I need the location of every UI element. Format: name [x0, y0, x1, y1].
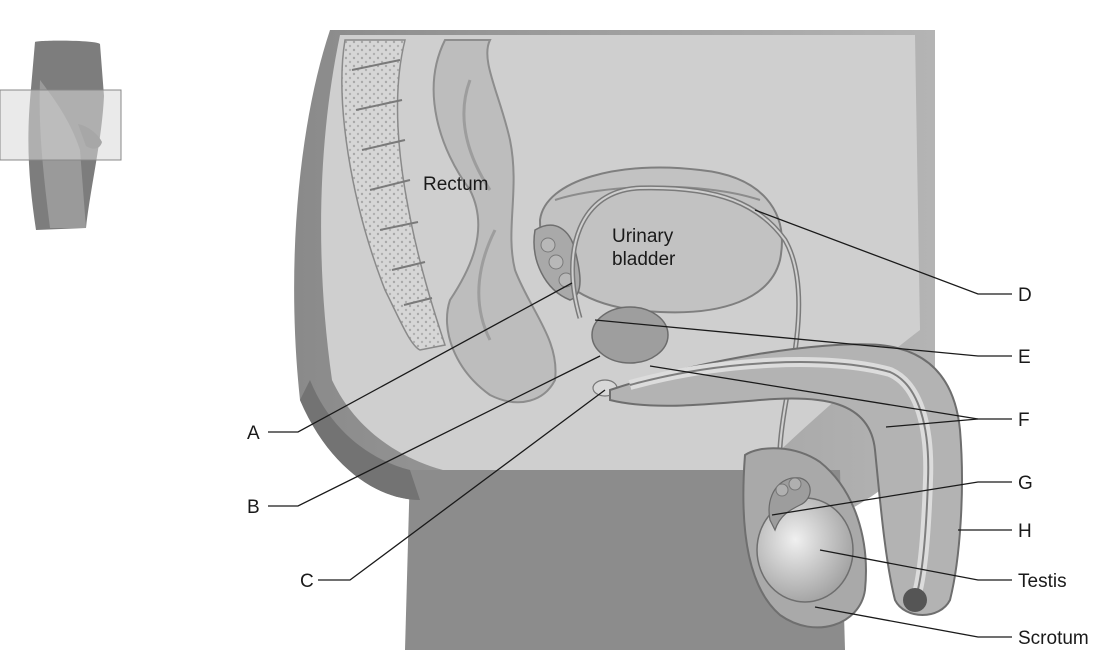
callout-c: C	[300, 571, 314, 592]
bladder-label-line2: bladder	[612, 249, 676, 270]
leader-lines	[268, 209, 1012, 638]
bladder-label-line1: Urinary	[612, 226, 674, 247]
callout-testis: Testis	[1018, 571, 1067, 592]
locator-thumbnail	[0, 40, 122, 230]
leader-line-f2	[885, 418, 979, 428]
callout-scrotum: Scrotum	[1018, 628, 1089, 649]
callout-f: F	[1018, 410, 1030, 431]
epididymis	[768, 477, 811, 532]
seminal-vesicle	[533, 224, 581, 301]
locator-highlight-box	[0, 89, 122, 161]
leader-line-e	[594, 319, 1012, 357]
callout-d: D	[1018, 285, 1032, 306]
leader-line-testis	[819, 549, 1012, 581]
leader-line-b	[268, 355, 601, 507]
callout-e: E	[1018, 347, 1031, 368]
leader-line-scrotum	[814, 606, 1012, 638]
leader-line-a	[268, 282, 573, 433]
leader-line-d	[754, 209, 1012, 295]
callout-h: H	[1018, 521, 1032, 542]
leader-line-g	[771, 481, 1012, 516]
callout-g: G	[1018, 473, 1033, 494]
prostate	[591, 306, 669, 364]
penis	[609, 343, 963, 616]
rectum	[432, 39, 557, 404]
callout-b: B	[247, 497, 260, 518]
leader-line-c	[318, 389, 606, 581]
ductus-deferens	[570, 185, 802, 501]
rectum-label: Rectum	[423, 174, 488, 195]
sacrum	[341, 39, 446, 351]
callout-a: A	[247, 423, 260, 444]
